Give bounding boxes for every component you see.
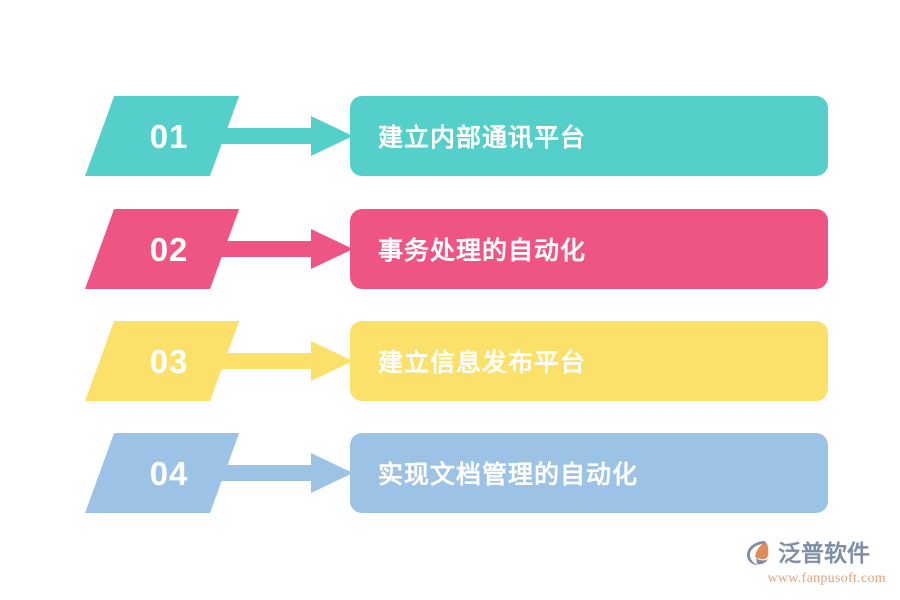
step-arrow-icon	[213, 116, 353, 156]
step-number: 01	[149, 117, 189, 155]
brand-watermark: 泛普软件 www.fanpusoft.com	[744, 536, 886, 592]
step-row: 01 建立内部通讯平台	[0, 96, 900, 176]
step-panel[interactable]: 建立信息发布平台	[350, 321, 828, 401]
step-label: 建立内部通讯平台	[378, 124, 587, 152]
step-arrow-icon	[213, 453, 353, 493]
step-row: 03 建立信息发布平台	[0, 321, 900, 401]
step-arrow-icon	[213, 229, 353, 269]
step-number: 04	[149, 454, 189, 492]
brand-url: www.fanpusoft.com	[767, 571, 886, 586]
brand-top-row: 泛普软件	[744, 536, 886, 570]
step-label: 实现文档管理的自动化	[378, 461, 639, 489]
step-number: 02	[149, 230, 189, 268]
step-panel[interactable]: 实现文档管理的自动化	[350, 433, 828, 513]
step-row: 02 事务处理的自动化	[0, 209, 900, 289]
step-arrow-icon	[213, 341, 353, 381]
step-label: 建立信息发布平台	[378, 349, 587, 377]
step-row: 04 实现文档管理的自动化	[0, 433, 900, 513]
brand-name: 泛普软件	[778, 539, 870, 566]
step-panel[interactable]: 事务处理的自动化	[350, 209, 828, 289]
step-panel[interactable]: 建立内部通讯平台	[350, 96, 828, 176]
step-label: 事务处理的自动化	[378, 237, 587, 265]
fanpu-logo-icon	[744, 538, 776, 568]
step-number: 03	[149, 342, 189, 380]
